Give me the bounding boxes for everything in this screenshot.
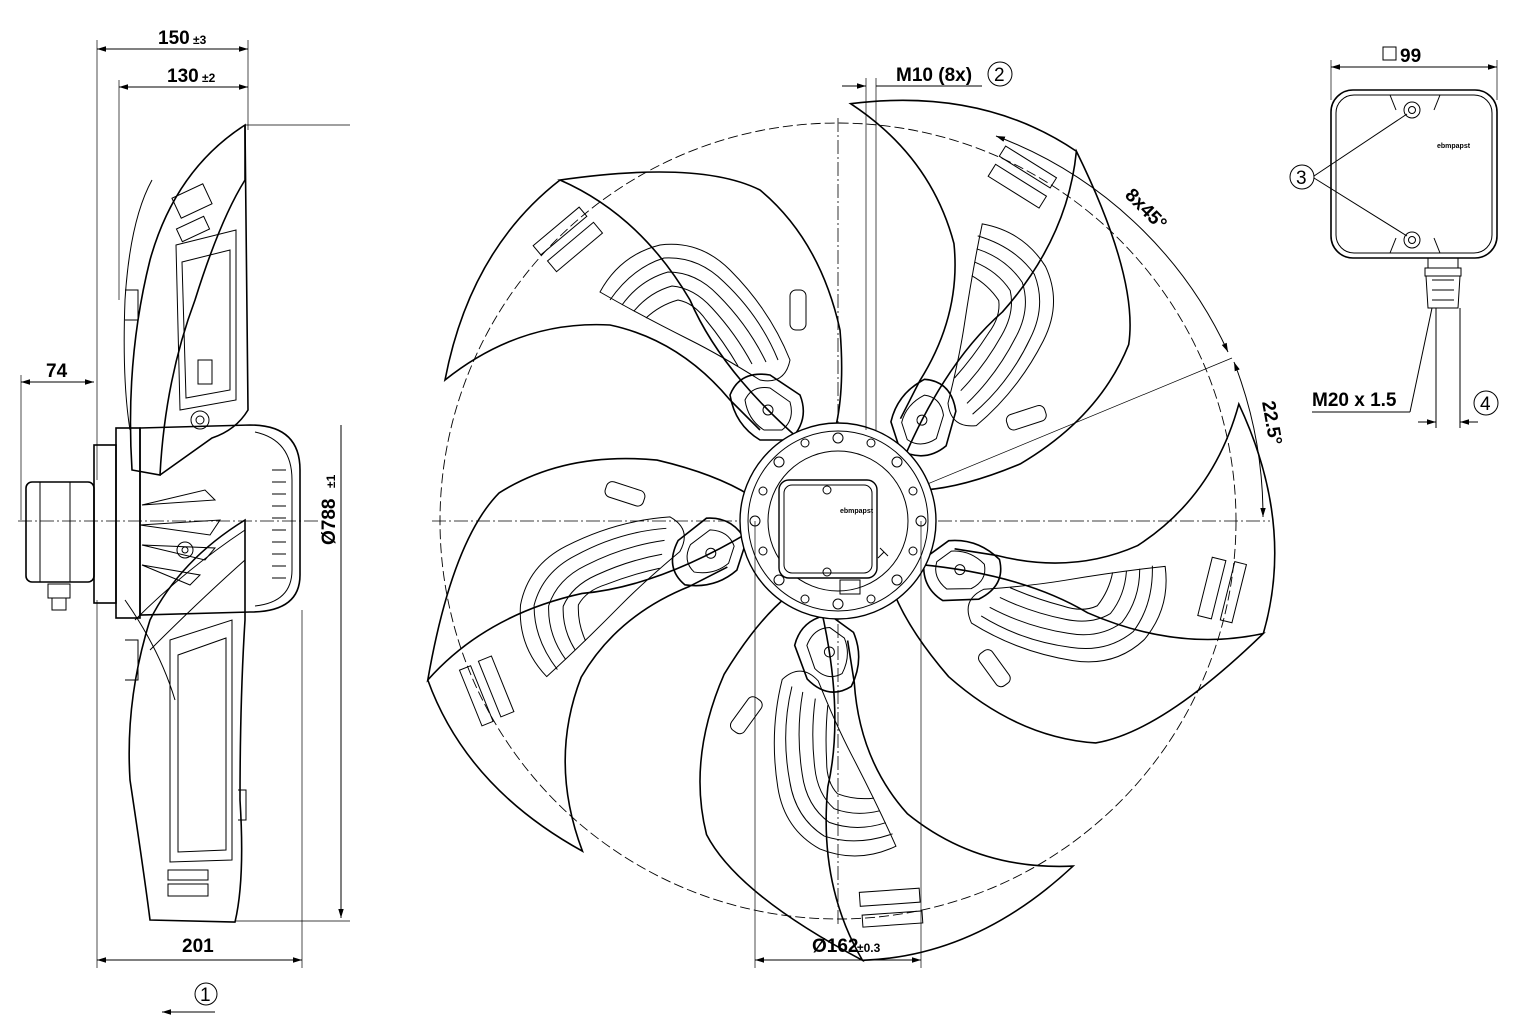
thread-m20-label: M20 x 1.5 [1312, 390, 1397, 411]
callout-1: 1 [200, 985, 211, 1006]
callout-4: 4 [1480, 394, 1491, 415]
dim-130-tol: ±2 [202, 71, 216, 85]
callout-3: 3 [1296, 168, 1307, 189]
dim-150-text: 150 [158, 28, 190, 49]
dim-788-tol: ±1 [324, 474, 338, 488]
dim-150-tol: ±3 [193, 33, 207, 47]
dim-162-tol: ±0.3 [857, 941, 881, 955]
box-size-99-text: 99 [1400, 46, 1421, 67]
hub-brand-logo: ebmpapst [840, 508, 874, 515]
angle-22-5-label: 22.5° [1257, 399, 1285, 447]
box-brand-logo: ebmpapst [1437, 143, 1471, 150]
dim-162-text: Ø162 [812, 936, 858, 957]
side-view-dimensions: 150 ±3 130 ±2 74 Ø788 ±1 201 1 [20, 28, 350, 1015]
dim-130-text: 130 [167, 66, 199, 87]
angle-8x45-label: 8x45° [1120, 185, 1170, 235]
terminal-box-detail: ebmpapst 99 3 M20 x 1.5 4 [1289, 46, 1499, 428]
side-view [18, 123, 320, 923]
callout-2: 2 [994, 65, 1005, 86]
thread-m10-label: M10 (8x) [896, 65, 972, 86]
dim-788-text: Ø788 [319, 499, 340, 545]
dim-201-text: 201 [182, 936, 214, 957]
dim-74-text: 74 [46, 361, 68, 382]
front-view: ebmpapst [383, 38, 1362, 1024]
